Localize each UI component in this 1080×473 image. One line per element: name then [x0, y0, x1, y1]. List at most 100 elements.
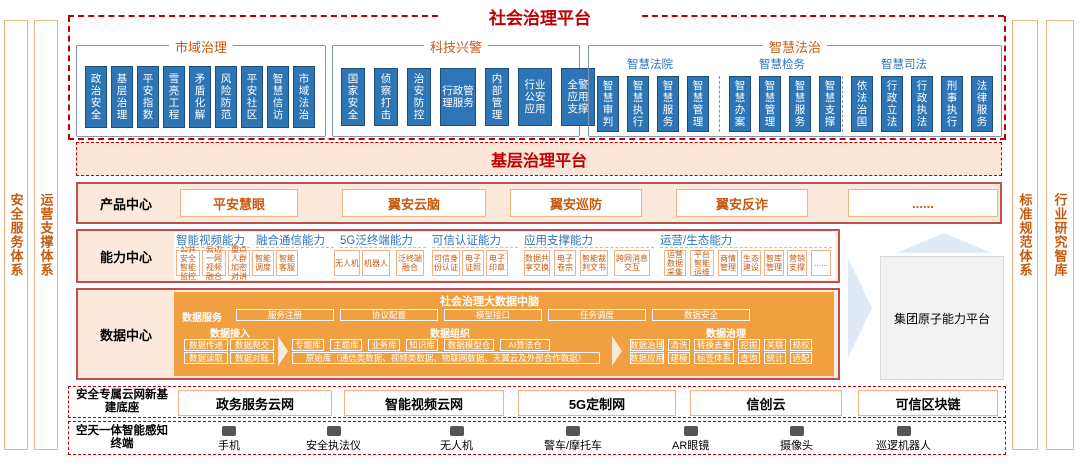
cap-item[interactable]: 智库管理	[764, 250, 784, 276]
cap-item[interactable]: 公共安全智能监控	[176, 245, 200, 281]
cap-item[interactable]: 无人机	[334, 250, 360, 276]
data-access-item[interactable]: 数据读取	[184, 352, 228, 364]
robot-icon	[896, 426, 911, 436]
product-item[interactable]: 翼安反诈	[676, 189, 808, 217]
data-gov-item[interactable]: 标签体系	[694, 352, 734, 364]
cap-item[interactable]: 电子印章	[486, 250, 508, 276]
app-tile-city[interactable]: 风险防范	[215, 66, 237, 128]
app-tile-city[interactable]: 雪亮工程	[163, 66, 185, 128]
data-access-item[interactable]: 数据对账	[230, 352, 274, 364]
product-item[interactable]: 翼安云脑	[342, 189, 486, 217]
app-tile-city[interactable]: 平安指数	[137, 66, 159, 128]
data-gov-item[interactable]: 数据应用	[630, 352, 665, 364]
cap-item[interactable]: 智能客服	[276, 250, 298, 276]
product-item[interactable]: ......	[848, 189, 998, 217]
data-org-item[interactable]: 数据模型仓	[444, 339, 494, 351]
data-org-item[interactable]: 主题库	[330, 339, 362, 351]
terminal-item[interactable]: 无人机	[440, 426, 473, 453]
terminal-item[interactable]: 摄像头	[780, 426, 813, 453]
data-service-item[interactable]: 协议配置	[340, 309, 438, 321]
terminal-item[interactable]: 巡逻机器人	[876, 426, 931, 453]
cap-item[interactable]: 数据共享交换	[524, 250, 550, 276]
side-label-security: 安全服务体系	[4, 20, 28, 450]
app-tile-tech[interactable]: 内部管理	[485, 68, 509, 126]
app-tile-law[interactable]: 智慧服务	[657, 76, 679, 132]
cap-item[interactable]: 云边一网视频融合	[202, 245, 226, 281]
product-item[interactable]: 翼安巡防	[510, 189, 642, 217]
data-access-item[interactable]: 数据传递	[184, 339, 228, 351]
data-gov-item[interactable]: 查询	[738, 352, 760, 364]
app-tile-law[interactable]: 智慧执行	[627, 76, 649, 132]
cap-item[interactable]: 泛终端融合	[396, 250, 424, 276]
terminal-item[interactable]: 安全执法仪	[306, 426, 361, 453]
app-tile-tech[interactable]: 侦察打击	[374, 68, 398, 126]
app-tile-city[interactable]: 智慧信访	[267, 66, 289, 128]
cap-item[interactable]: 生态建设	[741, 250, 761, 276]
app-tile-tech[interactable]: 行业公安应用	[518, 68, 552, 126]
data-access-item[interactable]: 数据爬交	[230, 339, 274, 351]
data-gov-item[interactable]: 统计	[764, 352, 786, 364]
cap-item[interactable]: 商情管理	[718, 250, 738, 276]
app-tile-city[interactable]: 平安社区	[241, 66, 263, 128]
app-tile-tech[interactable]: 行政管理服务	[440, 68, 476, 126]
app-tile-law[interactable]: 智慧服务	[789, 76, 811, 132]
app-tile-law[interactable]: 智慧管理	[759, 76, 781, 132]
app-tile-city[interactable]: 矛盾化解	[189, 66, 211, 128]
cap-item[interactable]: 电子证照	[462, 250, 484, 276]
product-item[interactable]: 平安慧眼	[180, 189, 298, 217]
cap-item[interactable]: 智能调度	[252, 250, 274, 276]
data-org-raw[interactable]: 原始库（通信类数据、视频类数据、物联网数据、天翼云及外部合作数据）	[292, 352, 600, 364]
terminal-item[interactable]: 警车/摩托车	[544, 426, 602, 453]
data-service-item[interactable]: 数据安全	[652, 309, 750, 321]
cap-item[interactable]: 运营数据采集	[664, 250, 686, 277]
app-tile-tech[interactable]: 国家安全	[341, 68, 365, 126]
app-tile-law[interactable]: 法律服务	[971, 76, 993, 132]
app-tile-tech[interactable]: 治安防控	[407, 68, 431, 126]
cap-item[interactable]: 智能裁判文书	[580, 250, 608, 276]
data-gov-item[interactable]: 数据治理	[630, 339, 665, 351]
data-gov-item[interactable]: 规权	[790, 339, 812, 351]
app-tile-tech[interactable]: 全警应用支撑	[561, 68, 595, 126]
app-tile-law[interactable]: 刑事执行	[941, 76, 963, 132]
app-tile-city[interactable]: 市域法治	[293, 66, 315, 128]
cloud-item[interactable]: 可信区块链	[858, 390, 998, 416]
data-org-item[interactable]: 专题库	[292, 339, 324, 351]
data-gov-item[interactable]: 建模	[668, 352, 690, 364]
app-tile-law[interactable]: 智慧支撑	[819, 76, 841, 132]
cap-item[interactable]: 电子卷宗	[554, 250, 576, 276]
terminal-item-label: 巡逻机器人	[876, 440, 931, 452]
cloud-item[interactable]: 政务服务云网	[178, 390, 332, 416]
cap-group-title: 智能视频能力	[176, 235, 245, 247]
app-tile-law[interactable]: 智慧管理	[687, 76, 709, 132]
data-service-item[interactable]: 任务调度	[548, 309, 646, 321]
app-tile-law[interactable]: 行政执法	[911, 76, 933, 132]
cloud-item[interactable]: 智能视频云网	[344, 390, 504, 416]
app-tile-law[interactable]: 行政立法	[881, 76, 903, 132]
data-gov-item[interactable]: 清洗	[668, 339, 690, 351]
app-tile-law[interactable]: 智慧审判	[597, 76, 619, 132]
app-tile-law[interactable]: 依法治国	[851, 76, 873, 132]
data-gov-item[interactable]: 挖掘	[738, 339, 760, 351]
app-tile-city[interactable]: 政治安全	[85, 66, 107, 128]
cap-item[interactable]: ......	[811, 250, 831, 276]
data-gov-item[interactable]: 转换去重	[694, 339, 734, 351]
data-service-item[interactable]: 服务注册	[236, 309, 334, 321]
app-tile-law[interactable]: 智慧办案	[729, 76, 751, 132]
cap-item[interactable]: 跨网消息交互	[614, 250, 650, 276]
cloud-item[interactable]: 5G定制网	[518, 390, 676, 416]
data-org-item[interactable]: 知识库	[406, 339, 438, 351]
data-gov-item[interactable]: 关联	[764, 339, 786, 351]
cap-item[interactable]: 营销支撑	[787, 250, 807, 276]
data-gov-item[interactable]: 适配	[790, 352, 812, 364]
data-service-item[interactable]: 模型接口	[444, 309, 542, 321]
terminal-item[interactable]: 手机	[218, 426, 240, 453]
cloud-item[interactable]: 信创云	[690, 390, 842, 416]
cap-item[interactable]: 重点人群加密对讲	[228, 245, 250, 281]
app-tile-city[interactable]: 基层治理	[111, 66, 133, 128]
cap-item[interactable]: 机器人	[362, 250, 390, 276]
terminal-item[interactable]: AR眼镜	[672, 426, 709, 453]
cap-item[interactable]: 可信身份认证	[432, 250, 460, 276]
data-org-item[interactable]: AI算法仓	[500, 339, 550, 351]
cap-item[interactable]: 平台智能运维	[690, 250, 714, 277]
data-org-item[interactable]: 业务库	[368, 339, 400, 351]
